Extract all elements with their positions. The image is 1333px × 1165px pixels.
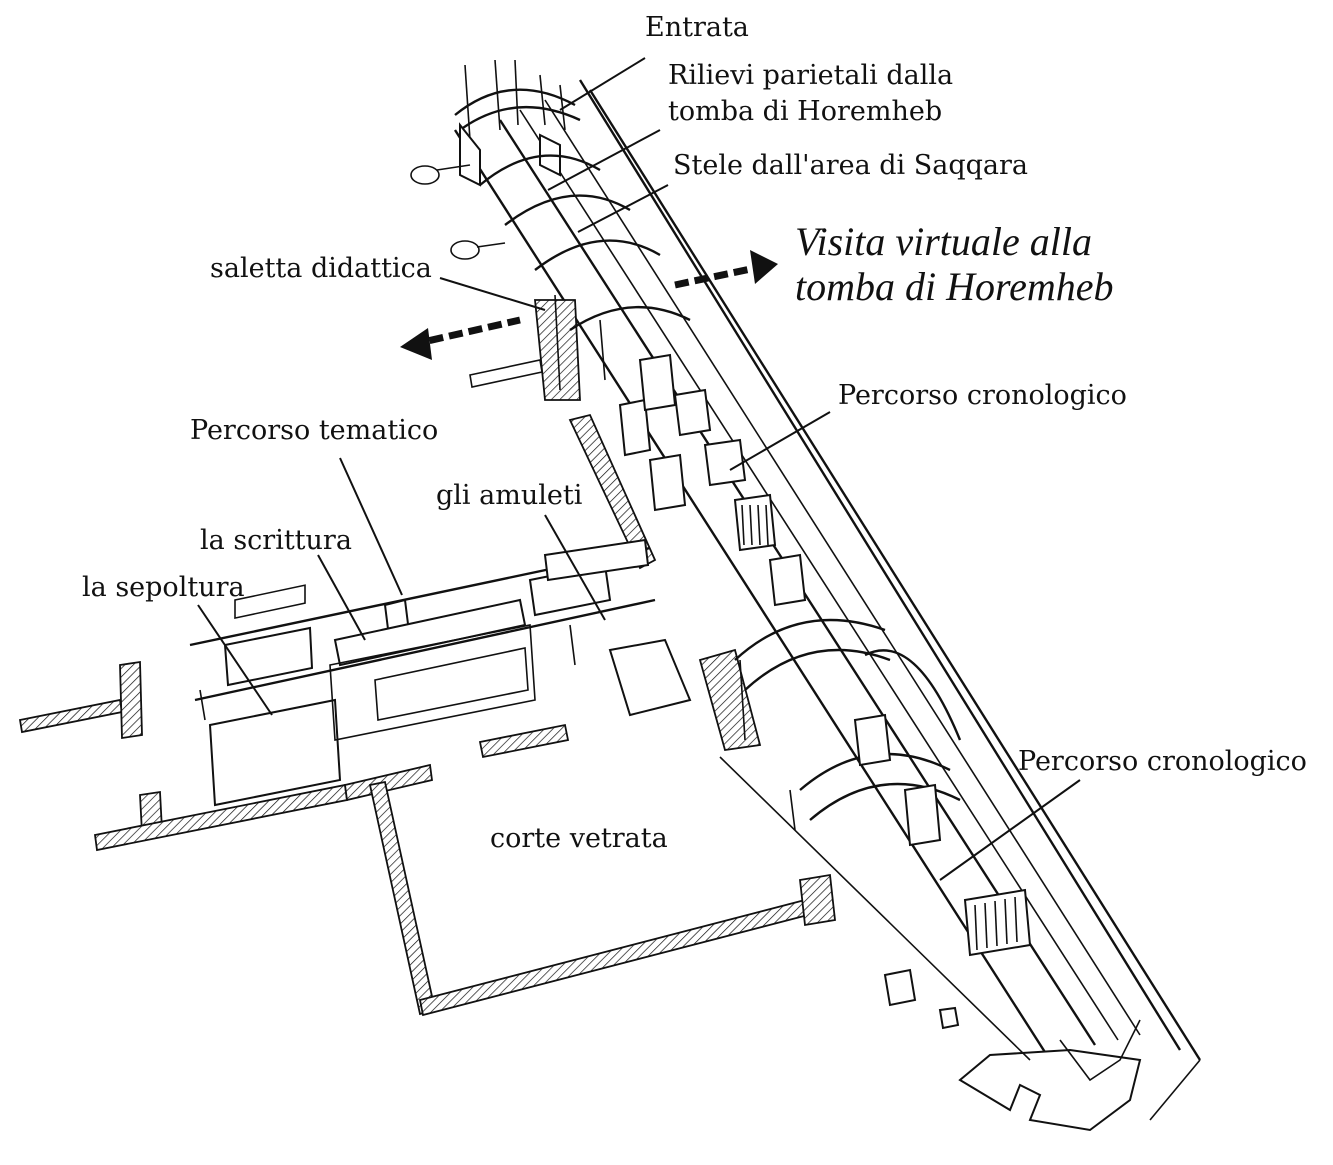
display-cases-upper: [618, 353, 1032, 1030]
chronological-path-lower-label: Percorso cronologico: [1018, 746, 1307, 777]
entrance-rotunda: [410, 59, 581, 260]
virtual-visit-arrows: [400, 250, 778, 388]
reliefs-label-line2: tomba di Horemheb: [668, 96, 943, 127]
glass-court: [344, 756, 1031, 1061]
glass-court-label: corte vetrata: [490, 823, 668, 854]
main-gallery: [453, 79, 1202, 1132]
entrance-label: Entrata: [645, 12, 749, 43]
burial-label: la sepoltura: [82, 572, 245, 603]
writing-label: la scrittura: [200, 525, 352, 556]
virtual-visit-label-line1: Visita virtuale alla: [795, 219, 1093, 264]
thematic-path-label: Percorso tematico: [190, 415, 439, 446]
leader-lines: [197, 57, 1081, 881]
chronological-path-upper-label: Percorso cronologico: [838, 380, 1127, 411]
didactic-room-label: saletta didattica: [210, 253, 432, 284]
amulets-label: gli amuleti: [436, 480, 583, 511]
virtual-visit-label-line2: tomba di Horemheb: [795, 264, 1114, 309]
reliefs-label-line1: Rilievi parietali dalla: [668, 60, 954, 91]
stelae-label: Stele dall'area di Saqqara: [673, 150, 1029, 181]
